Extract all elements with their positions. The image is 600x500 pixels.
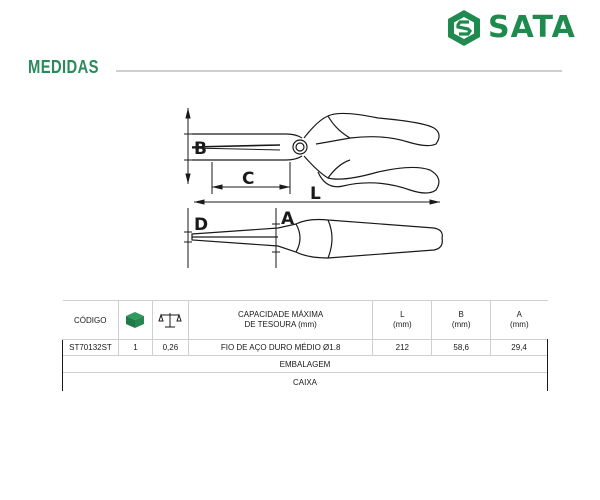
pliers-dimension-drawing: B C L D A bbox=[184, 108, 443, 268]
package-icon bbox=[126, 312, 145, 328]
label-b: B bbox=[194, 139, 207, 159]
value-b: 58,6 bbox=[431, 339, 491, 356]
header-a-line2: (mm) bbox=[509, 320, 529, 329]
header-weight bbox=[151, 300, 189, 340]
label-d: D bbox=[194, 215, 208, 235]
label-a: A bbox=[281, 209, 295, 229]
header-quantity bbox=[117, 300, 153, 340]
dimension-l bbox=[194, 199, 440, 205]
pliers-side-view bbox=[191, 218, 443, 259]
label-l: L bbox=[310, 184, 321, 204]
spec-value-row: ST70132ST 1 0,26 FIO DE AÇO DURO MÉDIO Ø… bbox=[62, 339, 548, 356]
spec-header-row: CÓDIGO CAPACIDADE MÁXIMA DE TESOURA bbox=[62, 300, 548, 340]
dimension-b bbox=[184, 108, 192, 184]
packaging-label-row: EMBALAGEM bbox=[62, 355, 548, 373]
packaging-value: CAIXA bbox=[62, 372, 548, 391]
scale-icon bbox=[158, 313, 183, 328]
value-capacity: FIO DE AÇO DURO MÉDIO Ø1.8 bbox=[187, 339, 373, 356]
value-a: 29,4 bbox=[490, 339, 548, 356]
packaging-value-row: CAIXA bbox=[62, 372, 548, 391]
header-a-line1: A bbox=[516, 310, 522, 319]
header-code: CÓDIGO bbox=[74, 315, 107, 325]
header-l-line1: L bbox=[400, 310, 405, 319]
sata-logo: SATA bbox=[444, 6, 596, 50]
dimension-d bbox=[184, 208, 192, 268]
brand-name: SATA bbox=[488, 10, 576, 45]
header-a: A (mm) bbox=[490, 300, 548, 340]
packaging-label: EMBALAGEM bbox=[62, 355, 548, 373]
section-divider bbox=[116, 70, 562, 72]
header-b: B (mm) bbox=[431, 300, 491, 340]
spec-table: CÓDIGO CAPACIDADE MÁXIMA DE TESOURA bbox=[62, 300, 548, 391]
header-b-line1: B bbox=[458, 310, 464, 319]
value-quantity: 1 bbox=[117, 339, 153, 356]
header-b-line2: (mm) bbox=[451, 320, 471, 329]
value-code: ST70132ST bbox=[62, 339, 119, 356]
dimension-c bbox=[211, 162, 291, 194]
header-capacity-line2: DE TESOURA (mm) bbox=[244, 320, 317, 329]
label-c: C bbox=[242, 169, 254, 189]
header-capacity: CAPACIDADE MÁXIMA DE TESOURA (mm) bbox=[187, 300, 373, 340]
section-title: MEDIDAS bbox=[28, 57, 99, 77]
pliers-top-view bbox=[191, 112, 440, 194]
header-l-line2: (mm) bbox=[392, 320, 412, 329]
header-l: L (mm) bbox=[372, 300, 432, 340]
value-weight: 0,26 bbox=[151, 339, 189, 356]
header-capacity-line1: CAPACIDADE MÁXIMA bbox=[238, 310, 324, 319]
dimension-a bbox=[272, 208, 280, 268]
sata-logo-icon bbox=[448, 10, 480, 46]
value-l: 212 bbox=[372, 339, 432, 356]
